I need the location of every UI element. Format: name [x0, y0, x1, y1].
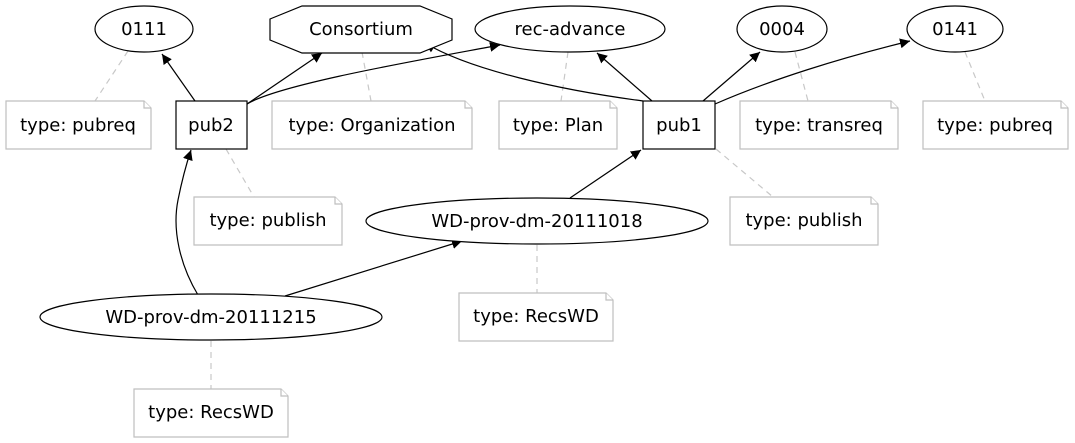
note-0004-type-text: type: transreq	[755, 115, 883, 136]
note-wd-20111018-type-text: type: RecsWD	[473, 306, 599, 327]
note-0141-type-text: type: pubreq	[937, 115, 1053, 136]
note-consortium-type-text: type: Organization	[288, 115, 455, 136]
edge-wd15-wd18	[284, 239, 463, 297]
edge-pub1-0004	[702, 51, 761, 102]
edge-wd18-pub1	[569, 149, 642, 199]
note-pub2-pubreq-text: type: pubreq	[20, 115, 136, 136]
note-0004-type: type: transreq	[739, 100, 899, 150]
node-rec-advance[interactable]: rec-advance	[474, 5, 666, 53]
link-rec-advance-note	[560, 51, 569, 102]
node-wd-prov-dm-20111018-label: WD-prov-dm-20111018	[431, 211, 642, 232]
note-pub2-type-text: type: publish	[209, 210, 326, 231]
note-pub2-type: type: publish	[193, 196, 343, 246]
node-wd-prov-dm-20111215-label: WD-prov-dm-20111215	[105, 307, 316, 328]
note-pub2-pubreq: type: pubreq	[5, 100, 152, 150]
note-0141-type: type: pubreq	[922, 100, 1069, 150]
node-consortium[interactable]: Consortium	[269, 5, 453, 54]
edge-pub1-rec-advance	[596, 52, 653, 102]
node-pub1-label: pub1	[656, 115, 702, 136]
node-pub1[interactable]: pub1	[642, 100, 716, 150]
node-wd-prov-dm-20111018[interactable]: WD-prov-dm-20111018	[365, 197, 709, 245]
node-0004-label: 0004	[759, 19, 805, 40]
node-rec-advance-label: rec-advance	[515, 19, 626, 40]
link-pub1-note	[715, 148, 774, 198]
edge-pub2-rec-advance	[246, 41, 501, 105]
note-pub1-type-text: type: publish	[745, 210, 862, 231]
node-0141-label: 0141	[932, 19, 978, 40]
node-pub2-label: pub2	[188, 115, 234, 136]
edge-pub2-0111	[161, 53, 196, 102]
link-0141-note	[964, 51, 986, 102]
edges	[161, 38, 911, 297]
node-0141[interactable]: 0141	[906, 5, 1004, 53]
note-wd-20111215-type: type: RecsWD	[133, 388, 289, 438]
note-rec-advance-type: type: Plan	[498, 100, 618, 150]
annotation-links	[94, 50, 986, 389]
note-consortium-type: type: Organization	[271, 100, 473, 150]
link-consortium-note	[361, 51, 372, 102]
link-0111-note	[94, 50, 129, 102]
node-pub2[interactable]: pub2	[175, 100, 248, 150]
edge-wd15-pub2	[175, 149, 199, 296]
edge-pub1-consortium	[424, 42, 644, 102]
note-wd-20111215-type-text: type: RecsWD	[148, 402, 274, 423]
note-pub1-type: type: publish	[729, 196, 879, 246]
node-0111[interactable]: 0111	[94, 5, 194, 53]
node-consortium-label: Consortium	[309, 19, 413, 40]
node-wd-prov-dm-20111215[interactable]: WD-prov-dm-20111215	[39, 293, 383, 341]
link-0004-note	[794, 51, 809, 102]
note-rec-advance-type-text: type: Plan	[513, 115, 603, 136]
node-0004[interactable]: 0004	[736, 5, 828, 53]
node-0111-label: 0111	[121, 19, 167, 40]
edge-pub1-0141	[714, 38, 911, 105]
edge-pub2-consortium	[246, 52, 323, 105]
note-wd-20111018-type: type: RecsWD	[458, 292, 614, 342]
link-pub2-note	[225, 148, 255, 198]
